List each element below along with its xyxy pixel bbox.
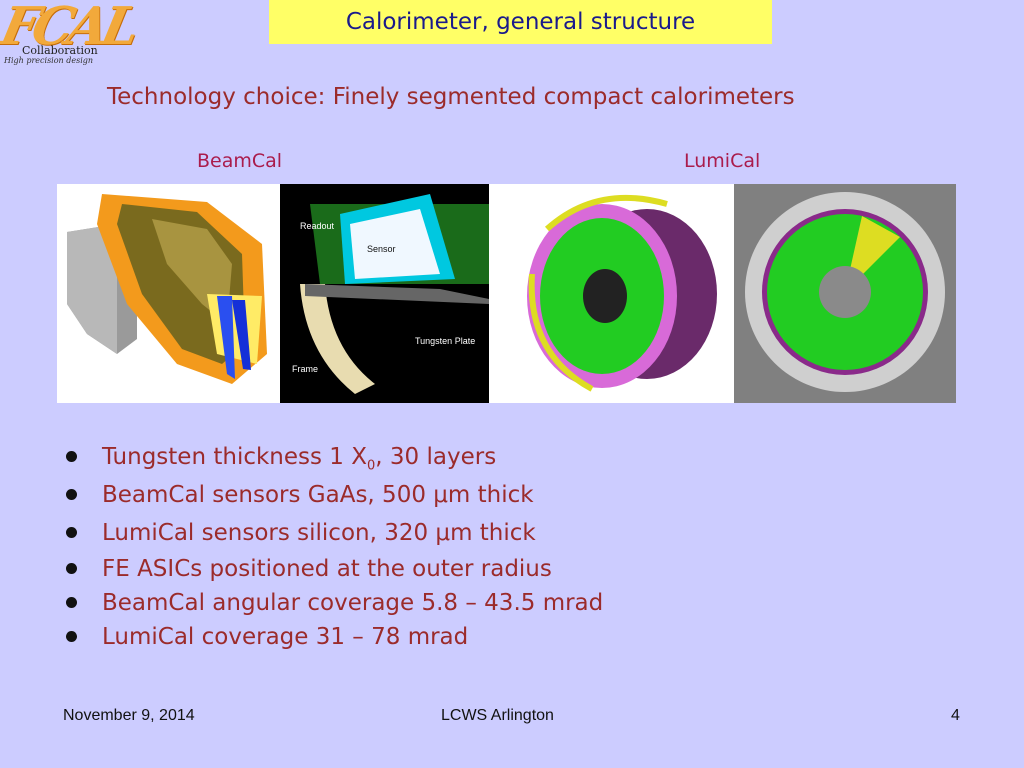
footer-date: November 9, 2014 — [63, 707, 195, 724]
bullet-tungsten-sub: 0 — [367, 458, 376, 474]
bullet-tungsten-pre: Tungsten thickness 1 X — [102, 444, 368, 470]
bullet-beamcal-coverage: BeamCal angular coverage 5.8 – 43.5 mrad — [60, 586, 603, 620]
frame-image-label: Frame — [292, 364, 318, 374]
footer-page-number: 4 — [951, 707, 960, 724]
bullet-fe-asics: FE ASICs positioned at the outer radius — [60, 552, 603, 586]
bullet-list: Tungsten thickness 1 X0, 30 layers BeamC… — [60, 438, 603, 654]
fcal-logo: FCAL Collaboration High precision design — [0, 0, 140, 75]
bullet-tungsten-post: , 30 layers — [375, 444, 497, 470]
lumical-front-image — [734, 184, 956, 403]
readout-image-label: Readout — [300, 221, 335, 231]
slide-title: Calorimeter, general structure — [269, 0, 772, 44]
lumical-3d-image — [517, 184, 734, 403]
bullet-beamcal-sensors: BeamCal sensors GaAs, 500 μm thick — [60, 476, 603, 514]
tungsten-image-label: Tungsten Plate — [415, 336, 475, 346]
bullet-tungsten-thickness: Tungsten thickness 1 X0, 30 layers — [60, 438, 603, 476]
footer-conference: LCWS Arlington — [441, 707, 554, 724]
beamcal-sensor-image: Readout Sensor Tungsten Plate Frame — [280, 184, 489, 403]
image-strip: Readout Sensor Tungsten Plate Frame — [57, 184, 956, 403]
bullet-lumical-sensors: LumiCal sensors silicon, 320 μm thick — [60, 514, 603, 552]
fcal-logo-collaboration: Collaboration — [22, 44, 98, 57]
fcal-logo-tagline: High precision design — [4, 56, 94, 65]
beamcal-label: BeamCal — [197, 150, 283, 172]
sensor-image-label: Sensor — [367, 244, 396, 254]
slide-subtitle: Technology choice: Finely segmented comp… — [107, 84, 795, 110]
beamcal-3d-image — [57, 184, 280, 403]
lumical-label: LumiCal — [684, 150, 761, 172]
bullet-lumical-coverage: LumiCal coverage 31 – 78 mrad — [60, 620, 603, 654]
